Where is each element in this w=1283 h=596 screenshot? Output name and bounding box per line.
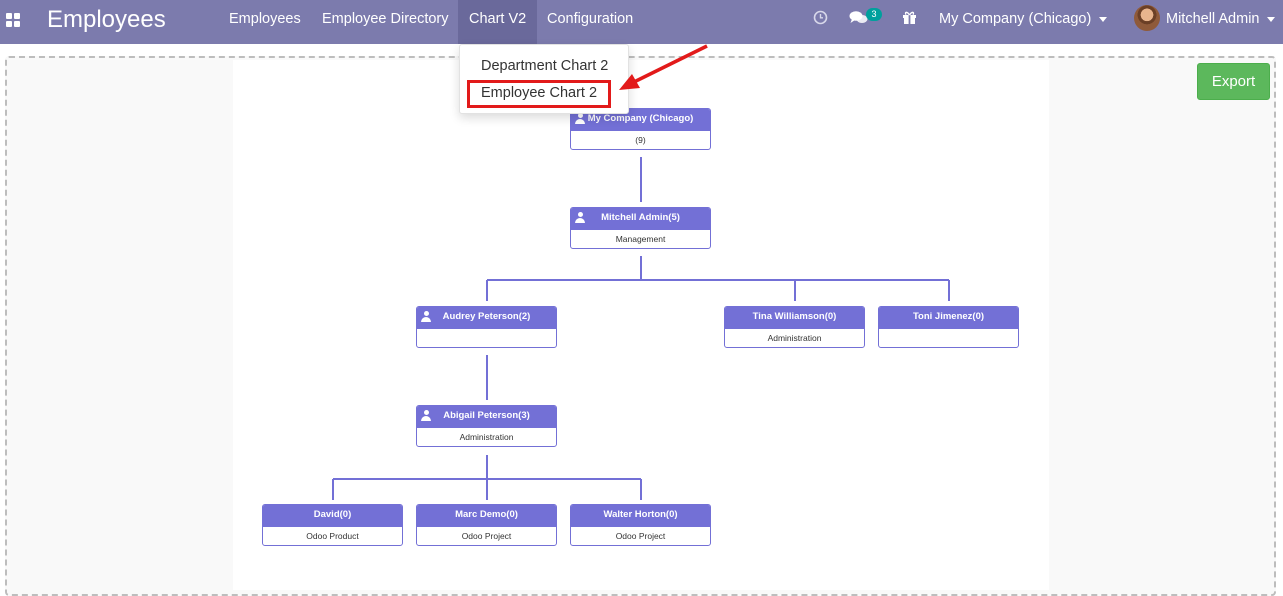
org-node-header: My Company (Chicago) bbox=[571, 109, 710, 131]
org-node-my-company[interactable]: My Company (Chicago) (9) bbox=[570, 108, 711, 150]
org-node-header: David(0) bbox=[263, 505, 402, 527]
org-node-header: Toni Jimenez(0) bbox=[879, 307, 1018, 329]
org-node-title: Audrey Peterson(2) bbox=[442, 311, 531, 322]
org-node-tina-williamson[interactable]: Tina Williamson(0) Administration bbox=[724, 306, 865, 348]
org-node-header: Mitchell Admin(5) bbox=[571, 208, 710, 230]
org-node-subtitle bbox=[417, 329, 556, 347]
org-node-subtitle: Administration bbox=[459, 432, 514, 442]
org-node-david[interactable]: David(0) Odoo Product bbox=[262, 504, 403, 546]
user-avatar[interactable] bbox=[1134, 5, 1160, 31]
clock-icon[interactable] bbox=[813, 10, 828, 25]
org-node-mitchell-admin[interactable]: Mitchell Admin(5) Management bbox=[570, 207, 711, 249]
company-switcher[interactable]: My Company (Chicago) bbox=[939, 0, 1108, 38]
org-node-header: Audrey Peterson(2) bbox=[417, 307, 556, 329]
org-node-audrey-peterson[interactable]: Audrey Peterson(2) bbox=[416, 306, 557, 348]
messages-badge: 3 bbox=[866, 8, 882, 21]
app-title[interactable]: Employees bbox=[47, 6, 166, 33]
org-node-title: My Company (Chicago) bbox=[587, 113, 694, 124]
org-node-subtitle bbox=[879, 329, 1018, 347]
caret-down-icon bbox=[1099, 16, 1108, 22]
org-node-abigail-peterson[interactable]: Abigail Peterson(3) Administration bbox=[416, 405, 557, 447]
org-node-subtitle: (9) bbox=[635, 135, 646, 145]
org-node-subtitle: Odoo Project bbox=[461, 531, 512, 541]
org-node-header: Tina Williamson(0) bbox=[725, 307, 864, 329]
user-icon bbox=[575, 113, 585, 124]
chart-v2-dropdown: Department Chart 2 Employee Chart 2 bbox=[459, 44, 629, 114]
menu-chart-v2[interactable]: Chart V2 bbox=[458, 0, 538, 44]
dropdown-item-department-chart[interactable]: Department Chart 2 bbox=[481, 58, 609, 74]
org-node-header: Abigail Peterson(3) bbox=[417, 406, 556, 428]
org-node-subtitle: Odoo Project bbox=[615, 531, 666, 541]
org-node-title: Abigail Peterson(3) bbox=[443, 410, 530, 421]
menu-configuration[interactable]: Configuration bbox=[547, 11, 634, 27]
user-icon bbox=[421, 410, 431, 421]
org-node-title: Tina Williamson(0) bbox=[752, 311, 837, 322]
org-node-subtitle: Odoo Product bbox=[306, 531, 359, 541]
org-node-walter-horton[interactable]: Walter Horton(0) Odoo Project bbox=[570, 504, 711, 546]
company-name: My Company (Chicago) bbox=[939, 11, 1092, 27]
org-node-subtitle: Management bbox=[615, 234, 666, 244]
chat-icon[interactable] bbox=[849, 10, 869, 26]
gift-icon[interactable] bbox=[902, 10, 917, 25]
user-icon bbox=[575, 212, 585, 223]
annotation-highlight-box bbox=[467, 80, 611, 108]
org-node-title: Marc Demo(0) bbox=[455, 509, 518, 520]
org-node-title: Toni Jimenez(0) bbox=[912, 311, 985, 322]
user-icon bbox=[421, 311, 431, 322]
caret-down-icon bbox=[1267, 16, 1276, 22]
org-node-subtitle: Administration bbox=[767, 333, 822, 343]
org-node-title: Walter Horton(0) bbox=[603, 509, 678, 520]
org-node-title: Mitchell Admin(5) bbox=[601, 212, 680, 223]
apps-grid-icon[interactable] bbox=[6, 13, 20, 27]
export-button[interactable]: Export bbox=[1197, 63, 1270, 100]
dropdown-item-employee-chart[interactable]: Employee Chart 2 bbox=[481, 85, 598, 101]
org-node-marc-demo[interactable]: Marc Demo(0) Odoo Project bbox=[416, 504, 557, 546]
menu-employee-directory[interactable]: Employee Directory bbox=[322, 11, 449, 27]
org-node-header: Walter Horton(0) bbox=[571, 505, 710, 527]
user-menu[interactable]: Mitchell Admin bbox=[1166, 0, 1276, 38]
menu-employees[interactable]: Employees bbox=[229, 11, 301, 27]
org-node-header: Marc Demo(0) bbox=[417, 505, 556, 527]
top-navbar: Employees Employees Employee Directory C… bbox=[0, 0, 1283, 44]
user-name: Mitchell Admin bbox=[1166, 11, 1260, 27]
org-node-toni-jimenez[interactable]: Toni Jimenez(0) bbox=[878, 306, 1019, 348]
org-node-title: David(0) bbox=[313, 509, 352, 520]
